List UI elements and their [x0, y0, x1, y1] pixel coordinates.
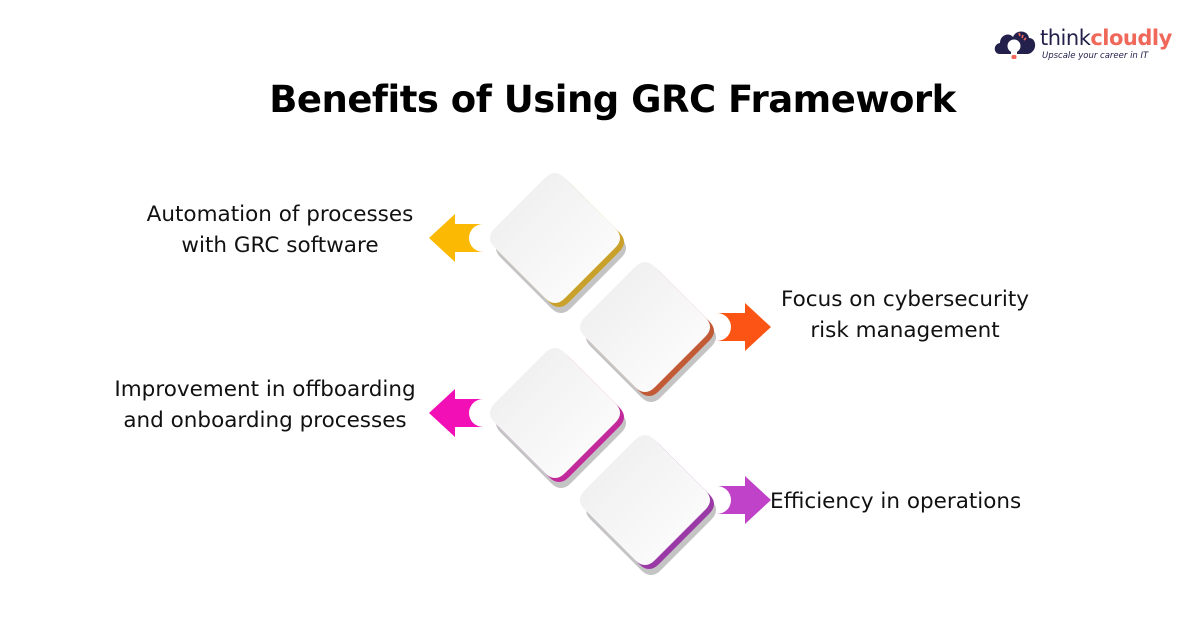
tile-face [489, 172, 621, 304]
benefit-tile-2 [579, 261, 771, 403]
benefit-tile-1 [429, 172, 627, 314]
benefit-label-4: Efficiency in operations [770, 489, 1022, 514]
logo-wordmark: thinkcloudly [1040, 26, 1172, 50]
arrow-right-icon [717, 476, 771, 524]
benefit-label-3: Improvement in offboarding and onboardin… [114, 377, 416, 433]
page-title: Benefits of Using GRC Framework [269, 78, 956, 121]
benefit-tile-3 [429, 347, 627, 489]
tile-face [579, 261, 711, 393]
arrow-left-icon [429, 389, 483, 437]
tile-face [579, 434, 711, 566]
arrow-right-icon [717, 303, 771, 351]
benefit-label-2: Focus on cybersecurity risk management [781, 287, 1029, 343]
brand-logo: thinkcloudly Upscale your career in IT [992, 24, 1182, 64]
arrow-notch [469, 399, 497, 427]
tile-face [489, 347, 621, 479]
arrow-left-icon [429, 214, 483, 262]
logo-tagline: Upscale your career in IT [1042, 51, 1149, 61]
cloud-lightbulb-icon [994, 31, 1036, 59]
benefit-label-1: Automation of processes with GRC softwar… [146, 202, 414, 258]
benefit-tile-4 [579, 434, 771, 576]
arrow-notch [469, 224, 497, 252]
